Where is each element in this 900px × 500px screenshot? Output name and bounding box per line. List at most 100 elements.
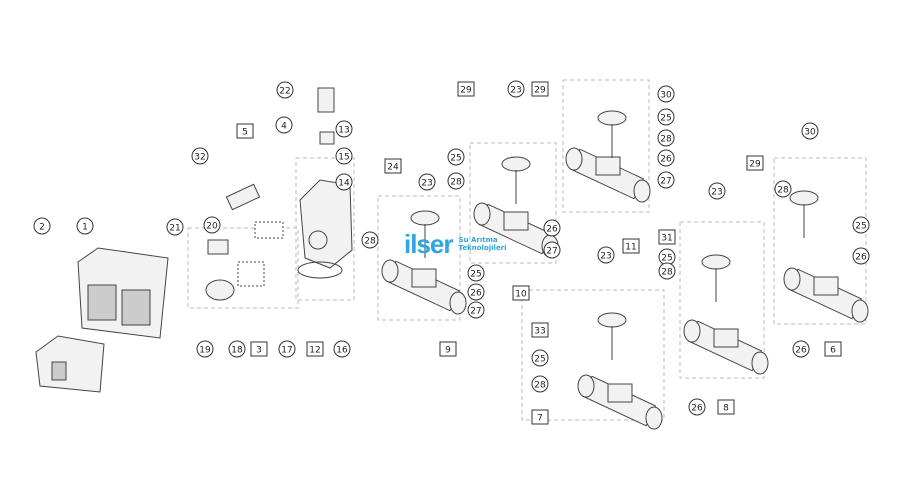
callout-number: 25: [661, 254, 672, 264]
callout-5: 5: [236, 123, 254, 139]
callout-25: 25: [657, 108, 675, 126]
callout-number: 10: [515, 290, 527, 300]
callout-23: 23: [597, 246, 615, 264]
callout-number: 31: [661, 234, 672, 244]
callout-number: 28: [364, 237, 376, 247]
pipe-end: [633, 179, 651, 203]
pipe-end: [381, 259, 399, 283]
callout-number: 30: [804, 128, 816, 138]
valve-housing: [595, 156, 621, 176]
pipe-end: [577, 374, 595, 398]
callout-circle: [335, 120, 353, 138]
callout-27: 27: [467, 301, 485, 319]
pipe-end: [645, 406, 663, 430]
callout-30: 30: [657, 85, 675, 103]
pipe-end: [783, 267, 801, 291]
callout-box: [236, 123, 254, 139]
callout-26: 26: [792, 340, 810, 358]
callout-box: [746, 155, 764, 171]
callout-number: 25: [855, 222, 866, 232]
callout-circle: [657, 149, 675, 167]
spring: [254, 221, 284, 239]
callout-number: 23: [600, 252, 611, 262]
valve-housing: [713, 328, 739, 348]
callout-box: [531, 322, 549, 338]
callout-number: 13: [338, 126, 349, 136]
callout-circle: [658, 262, 676, 280]
callout-26: 26: [657, 149, 675, 167]
callout-circle: [657, 108, 675, 126]
group-outline: [187, 227, 299, 309]
callout-17: 17: [278, 340, 296, 358]
callout-31: 31: [658, 229, 676, 245]
cover-window: [87, 284, 117, 321]
callout-circle: [333, 340, 351, 358]
callout-14: 14: [335, 173, 353, 191]
callout-circle: [228, 340, 246, 358]
callout-circle: [688, 398, 706, 416]
callout-box: [457, 81, 475, 97]
callout-6: 6: [824, 341, 842, 357]
callout-number: 27: [470, 307, 481, 317]
callout-number: 30: [660, 91, 672, 101]
cover-window: [51, 361, 67, 381]
callout-number: 27: [660, 177, 671, 187]
callout-box: [622, 238, 640, 254]
callout-box: [658, 229, 676, 245]
callout-28: 28: [658, 262, 676, 280]
callout-number: 3: [256, 346, 262, 356]
callout-circle: [447, 172, 465, 190]
callout-circle: [852, 247, 870, 265]
callout-29: 29: [531, 81, 549, 97]
pipe-end: [565, 147, 583, 171]
group-outline: [679, 221, 765, 379]
callout-16: 16: [333, 340, 351, 358]
callout-number: 28: [777, 186, 789, 196]
callout-number: 27: [546, 247, 557, 257]
callout-number: 18: [231, 346, 243, 356]
callout-28: 28: [531, 375, 549, 393]
group-outline: [773, 157, 867, 325]
valve-housing: [411, 268, 437, 288]
callout-circle: [196, 340, 214, 358]
callout-number: 25: [534, 355, 545, 365]
callout-number: 25: [660, 114, 671, 124]
callout-circle: [335, 173, 353, 191]
callout-33: 33: [531, 322, 549, 338]
callout-25: 25: [531, 349, 549, 367]
callout-23: 23: [507, 80, 525, 98]
callout-number: 26: [470, 289, 482, 299]
callout-number: 26: [795, 346, 807, 356]
ilser-logo: ilser Su Arıtma Teknolojileri: [404, 231, 507, 257]
callout-number: 7: [537, 414, 543, 424]
callout-number: 26: [691, 404, 703, 414]
valve-housing: [607, 383, 633, 403]
callout-number: 16: [336, 346, 348, 356]
callout-box: [512, 285, 530, 301]
callout-28: 28: [657, 129, 675, 147]
callout-number: 26: [855, 253, 867, 263]
callout-circle: [33, 217, 51, 235]
callout-number: 14: [338, 179, 350, 189]
callout-29: 29: [457, 81, 475, 97]
callout-28: 28: [361, 231, 379, 249]
callout-circle: [531, 375, 549, 393]
callout-circle: [774, 180, 792, 198]
callout-number: 8: [723, 404, 729, 414]
callout-number: 5: [242, 128, 248, 138]
callout-circle: [657, 171, 675, 189]
callout-box: [250, 341, 268, 357]
callout-circle: [467, 283, 485, 301]
callout-25: 25: [467, 264, 485, 282]
callout-circle: [657, 85, 675, 103]
group-outline: [295, 157, 355, 301]
callout-number: 28: [661, 268, 673, 278]
callout-number: 4: [281, 122, 287, 132]
callout-26: 26: [467, 283, 485, 301]
callout-circle: [276, 81, 294, 99]
callout-number: 26: [546, 225, 558, 235]
group-outline: [377, 195, 461, 321]
callout-box: [717, 399, 735, 415]
